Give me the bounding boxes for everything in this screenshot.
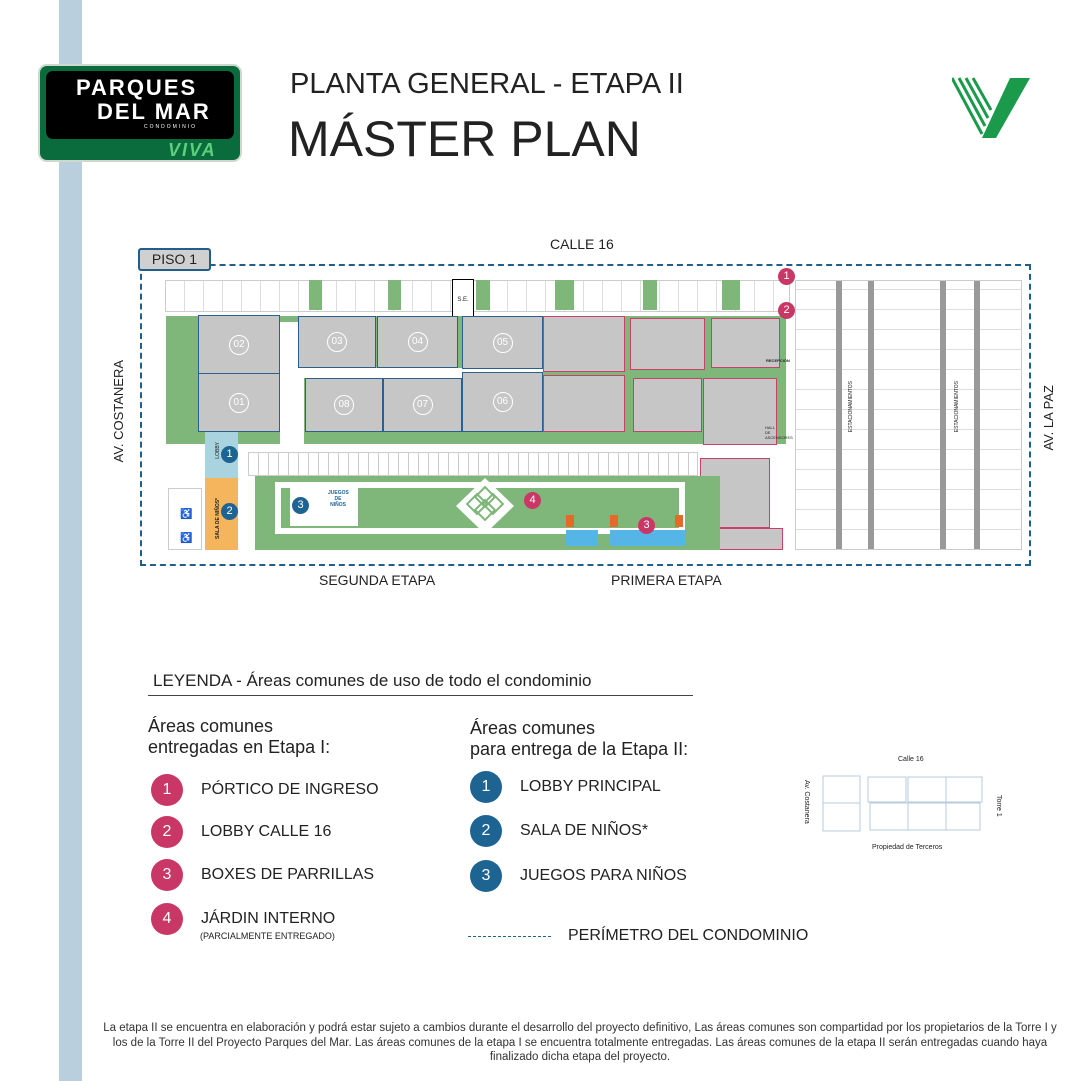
page-title: MÁSTER PLAN [288,111,641,167]
unit-number: 08 [334,395,354,415]
parques-del-mar-logo: PARQUES DEL MAR CONDOMINIO VIVA [38,64,242,162]
marker-sala-ninos: 2 [221,503,238,520]
legend-note: (PARCIALMENTE ENTREGADO) [200,931,335,941]
unit-number: 04 [407,332,428,352]
brand-v-logo-icon [952,77,1030,138]
perimeter-line-sample [468,936,551,937]
marker-lobby-calle16: 2 [778,302,795,319]
wheelchair-icon: ♿ [180,533,193,544]
unit-number: 07 [412,395,433,415]
recepcion-label: RECEPCIÓN [766,358,790,363]
substation: S.E. [452,279,474,323]
logo-text: DEL MAR [97,99,211,124]
juegos-label: JUEGOS DE NIÑOS [328,490,349,508]
street-av-la-paz: AV. LA PAZ [1041,385,1056,451]
condominium-perimeter [140,264,1031,566]
page-subtitle: PLANTA GENERAL - ETAPA II [290,68,684,100]
legend-heading: LEYENDA - Áreas comunes de uso de todo e… [153,671,592,690]
lobby-label: LOBBY [215,442,221,459]
walkway [248,452,698,476]
hall-label: HALL DE ASCENSORES [765,425,793,440]
unit-number: 05 [492,332,513,353]
minimap-label: Av. Costanera [803,780,810,824]
parking-lot: ESTACIONAMIENTOS ESTACIONAMIENTOS [795,280,1022,550]
legend-perimeter: PERÍMETRO DEL CONDOMINIO [568,927,809,944]
marker-portico: 1 [778,268,795,285]
sala-label: SALA DE NIÑOS* [215,498,221,539]
marker-juegos: 3 [292,497,309,514]
logo-text: CONDOMINIO [144,124,198,130]
marker-parrillas: 3 [638,517,655,534]
wheelchair-icon: ♿ [180,509,193,520]
stage-segunda: SEGUNDA ETAPA [319,572,436,588]
unit-number: 06 [492,392,513,412]
logo-text: VIVA [168,140,217,160]
marker-lobby-principal: 1 [221,446,238,463]
street-calle-16: CALLE 16 [550,236,614,252]
minimap-label: Torre 1 [995,795,1002,817]
unit-number: 02 [229,334,249,355]
divider [148,695,693,696]
floor-label: PISO 1 [138,248,211,271]
unit-number: 01 [229,392,249,413]
minimap-label: Calle 16 [898,756,924,763]
minimap-label: Propiedad de Terceros [872,844,943,851]
garden-diamond-icon [456,478,514,534]
side-stripe [59,0,82,1081]
marker-jardin: 4 [524,492,541,509]
minimap-outline-icon [822,775,983,832]
stage-primera: PRIMERA ETAPA [611,572,722,588]
logo-text: PARQUES [76,75,198,100]
accessible-parking: ♿♿ [168,488,202,550]
disclaimer: La etapa II se encuentra en elaboración … [103,1022,1057,1063]
parking-label: ESTACIONAMIENTOS [954,381,960,433]
street-av-costanera: AV. COSTANERA [111,360,126,463]
unit-number: 03 [327,332,347,352]
parking-label: ESTACIONAMIENTOS [848,381,854,433]
